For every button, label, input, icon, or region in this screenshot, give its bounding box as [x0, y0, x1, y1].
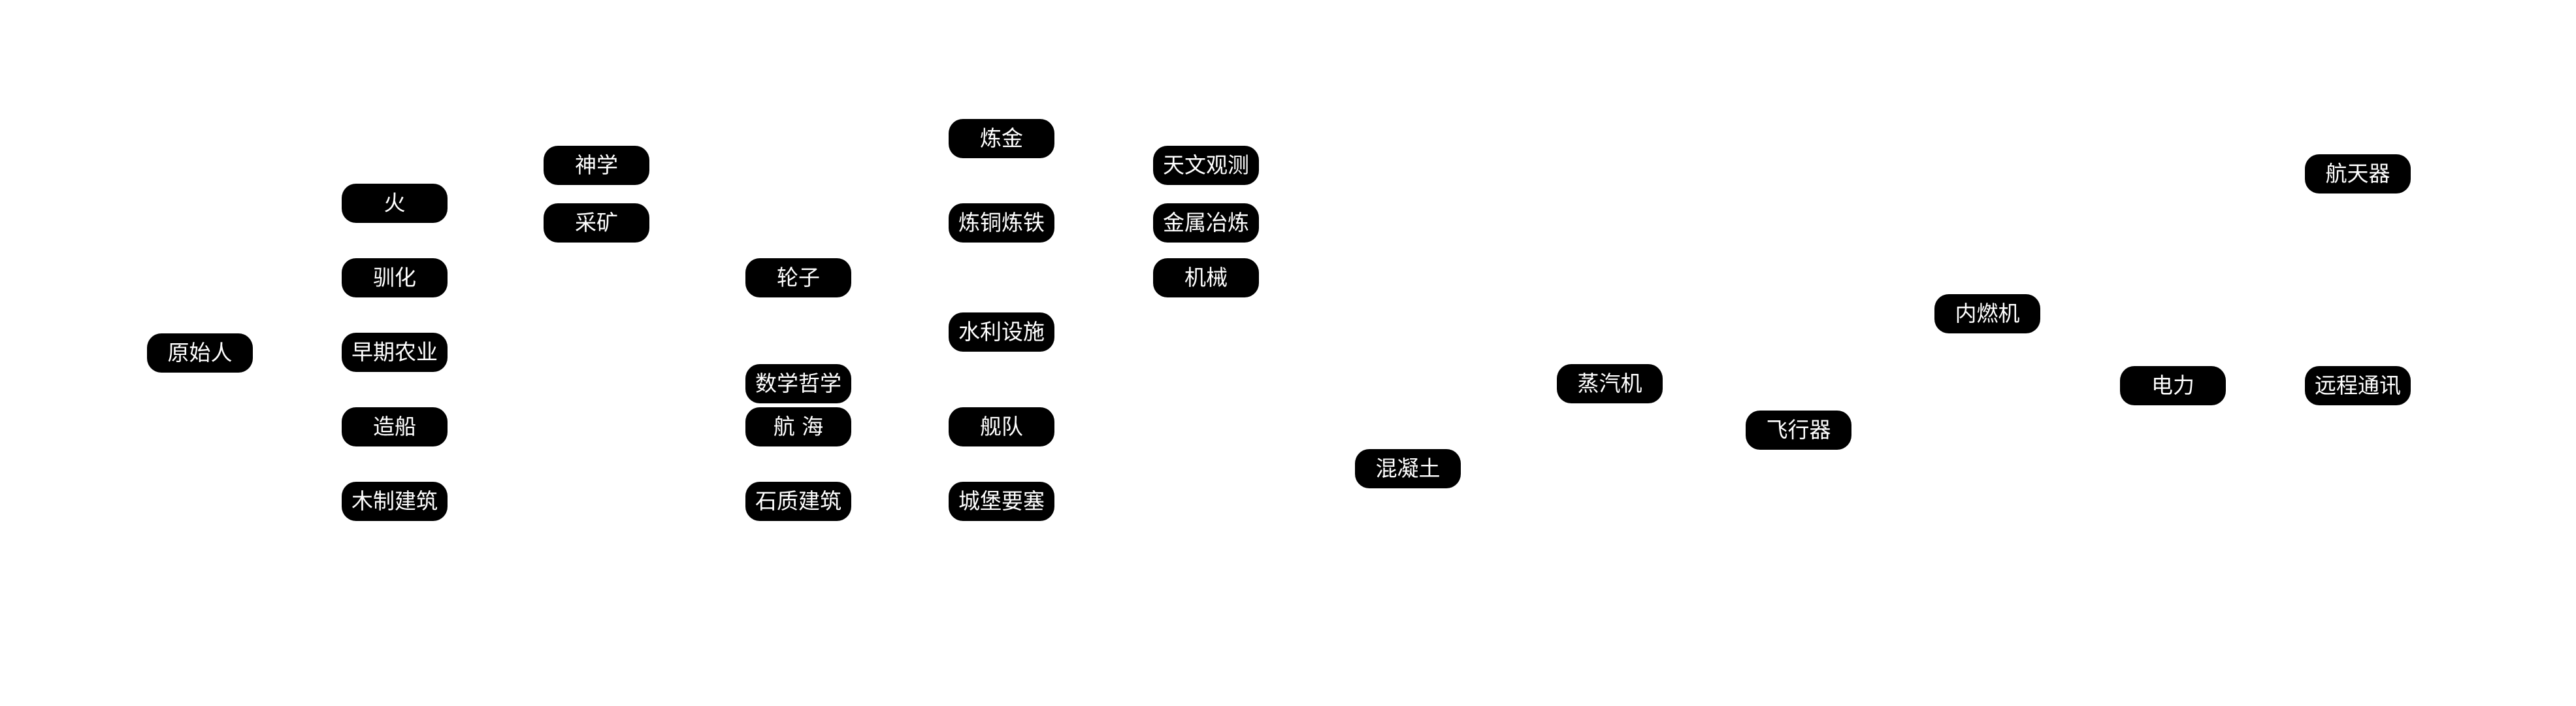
- node-metallurgy[interactable]: 金属冶炼: [1153, 203, 1259, 243]
- node-mining[interactable]: 采矿: [544, 203, 649, 243]
- node-domestication[interactable]: 驯化: [342, 258, 448, 297]
- node-math-philosophy[interactable]: 数学哲学: [745, 364, 851, 403]
- node-telecommunication[interactable]: 远程通讯: [2305, 366, 2411, 405]
- node-water-conservancy[interactable]: 水利设施: [949, 312, 1054, 352]
- node-aircraft[interactable]: 飞行器: [1746, 411, 1851, 450]
- node-navigation[interactable]: 航 海: [745, 407, 851, 446]
- node-stone-architecture[interactable]: 石质建筑: [745, 482, 851, 521]
- node-primitive-man[interactable]: 原始人: [147, 333, 253, 373]
- node-steam-engine[interactable]: 蒸汽机: [1557, 364, 1663, 403]
- node-concrete[interactable]: 混凝土: [1355, 449, 1461, 488]
- node-shipbuilding[interactable]: 造船: [342, 407, 448, 446]
- node-electricity[interactable]: 电力: [2120, 366, 2226, 405]
- node-castle-fortress[interactable]: 城堡要塞: [949, 482, 1054, 521]
- node-alchemy[interactable]: 炼金: [949, 119, 1054, 158]
- node-astronomy[interactable]: 天文观测: [1153, 146, 1259, 185]
- node-machinery[interactable]: 机械: [1153, 258, 1259, 297]
- node-fleet[interactable]: 舰队: [949, 407, 1054, 446]
- node-internal-combustion[interactable]: 内燃机: [1934, 294, 2040, 333]
- node-wooden-architecture[interactable]: 木制建筑: [342, 482, 448, 521]
- node-theology[interactable]: 神学: [544, 146, 649, 185]
- node-copper-iron-smelting[interactable]: 炼铜炼铁: [949, 203, 1054, 243]
- node-early-agriculture[interactable]: 早期农业: [342, 333, 448, 372]
- node-aerospace[interactable]: 航天器: [2305, 154, 2411, 193]
- node-fire[interactable]: 火: [342, 184, 448, 223]
- node-wheel[interactable]: 轮子: [745, 258, 851, 297]
